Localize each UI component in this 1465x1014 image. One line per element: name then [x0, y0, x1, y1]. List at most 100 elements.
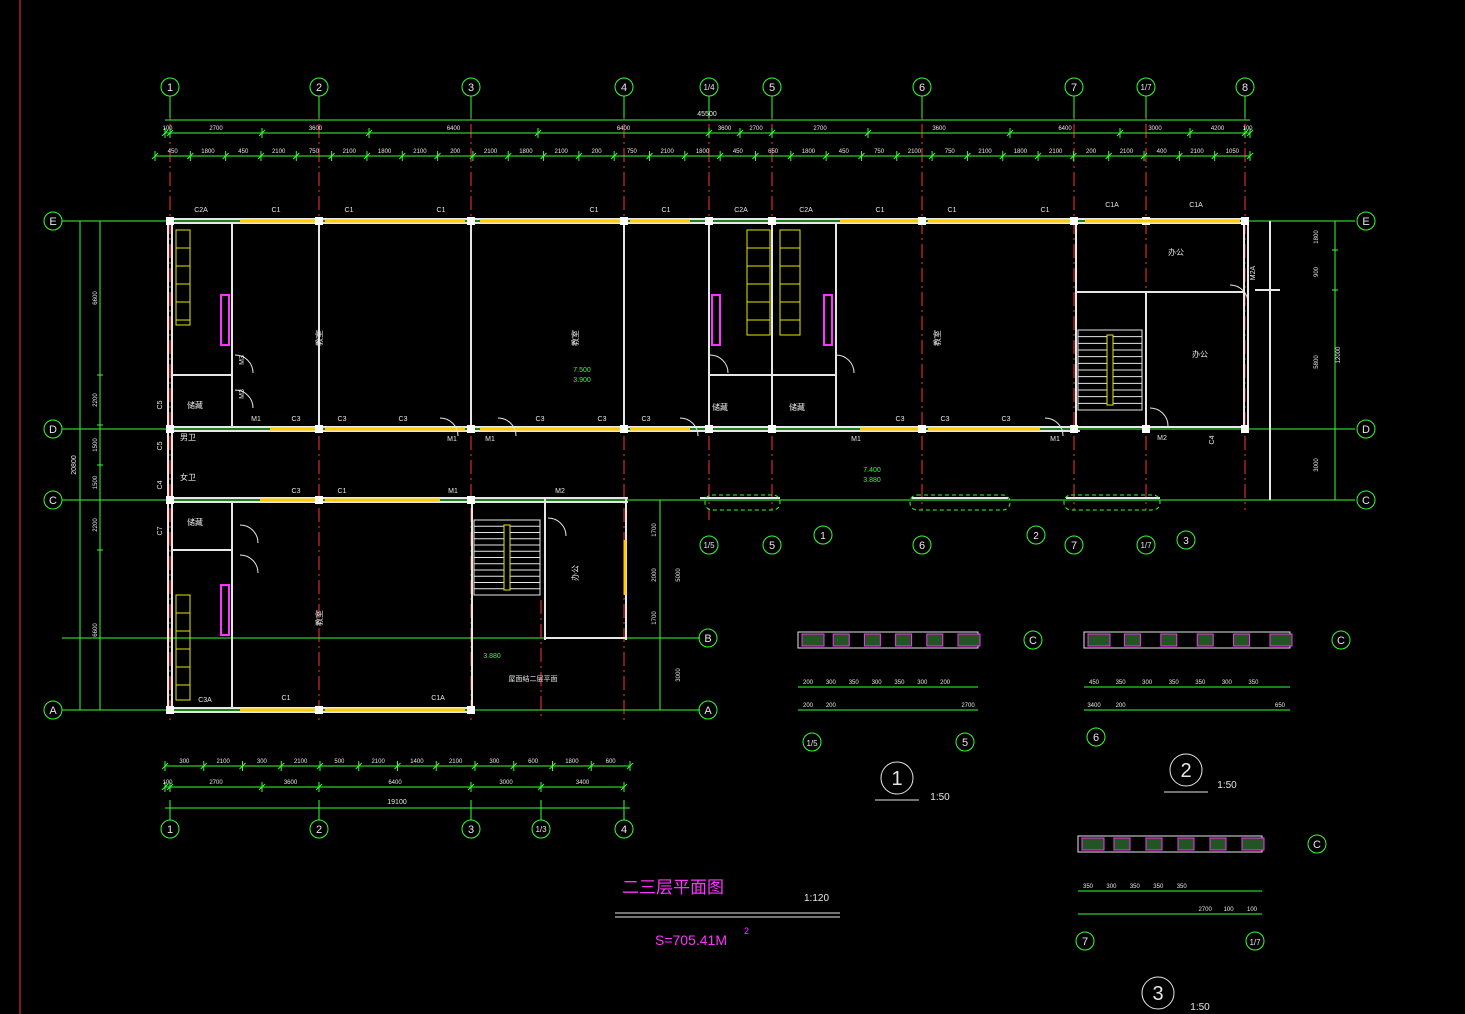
detail-callout-label: 3	[1183, 536, 1189, 547]
axis-c-5-circle	[1136, 535, 1156, 555]
axis-right-E-label: E	[1362, 216, 1369, 228]
column	[768, 217, 776, 225]
window-tag: C4	[157, 480, 164, 489]
detail-axis-label: 7	[1082, 936, 1088, 948]
detail-pier	[1160, 633, 1178, 647]
detail-pier	[1241, 837, 1265, 851]
detail-callout-circle	[1026, 525, 1046, 545]
detail-callout-region	[1063, 494, 1161, 511]
door-swing	[1044, 417, 1064, 437]
dim-top-row1-text: 6400	[447, 126, 461, 132]
detail-dim-text: 350	[1083, 884, 1094, 890]
window-tag: C3A	[198, 697, 212, 704]
detail-dim-text: 350	[1248, 680, 1259, 686]
dim-top-row2-text: 2100	[413, 149, 427, 155]
dim-top-row2-text: 1800	[802, 149, 816, 155]
room-label: 男卫	[180, 433, 196, 442]
column	[620, 217, 628, 225]
detail-dim-text: 350	[849, 680, 860, 686]
axis-bottom-3-circle	[461, 819, 481, 839]
window-tag: C7	[157, 526, 164, 535]
door-swing	[547, 517, 567, 537]
detail-dim-text: 2700	[961, 703, 975, 709]
column	[705, 217, 713, 225]
dim-top-row2-text: 1800	[696, 149, 710, 155]
axis-c-1-label: 1/5	[703, 541, 715, 550]
axis-top-6-label: 5	[769, 82, 775, 94]
column	[1142, 425, 1150, 433]
detail-pier	[1087, 633, 1111, 647]
dim-rightB-text: 1700	[652, 611, 658, 625]
detail-axis-circle	[1086, 727, 1106, 747]
axis-top-2-circle	[309, 77, 329, 97]
detail-number: 3	[1152, 983, 1163, 1005]
dim-top-row1-text: 4200	[1211, 126, 1225, 132]
axis-bottom-2-circle	[309, 819, 329, 839]
door-swing	[1229, 284, 1249, 304]
detail-pier	[1209, 837, 1227, 851]
dim-left-overall: 20800	[71, 455, 78, 475]
detail-dim-text: 100	[1224, 907, 1235, 913]
dim-top-row2-text: 450	[168, 149, 179, 155]
detail-callout-label: 1	[820, 531, 826, 542]
axis-bottom-4-label: 1/3	[535, 825, 547, 834]
window-tag: C3	[941, 416, 950, 423]
column	[768, 425, 776, 433]
window-tag: C2A	[734, 207, 748, 214]
detail-pier	[1177, 837, 1195, 851]
window-tag: C1	[345, 207, 354, 214]
dim-bottom-row2-text: 300	[179, 759, 190, 765]
detail-pier	[1145, 837, 1163, 851]
axis-top-2-label: 2	[316, 82, 322, 94]
detail-axis-label: C	[1029, 635, 1037, 647]
window-tag: C3	[1002, 416, 1011, 423]
detail-callout-label: 2	[1033, 531, 1039, 542]
dim-top-row1-text: 3600	[932, 126, 946, 132]
dim-left-text: 1500	[93, 438, 99, 452]
detail-dim-text: 350	[1195, 680, 1206, 686]
dim-top-row1-text: 100	[162, 126, 173, 132]
dim-bottom-row2-text: 600	[528, 759, 539, 765]
detail-dim-text: 350	[894, 680, 905, 686]
dim-top-row2-text: 2100	[1120, 149, 1134, 155]
axis-right-A-label: A	[704, 705, 712, 717]
detail-dim-text: 350	[1153, 884, 1164, 890]
column	[1070, 425, 1078, 433]
urinal-trough	[711, 294, 721, 346]
window-tag: C3	[642, 416, 651, 423]
detail-scale: 1:50	[930, 792, 950, 803]
dim-bottom-row1-text: 3600	[284, 780, 298, 786]
detail-number-circle	[880, 761, 914, 795]
urinal-trough	[220, 584, 230, 636]
fixtures	[175, 229, 1249, 701]
window-tag: C1	[437, 207, 446, 214]
dim-top-row2-text: 450	[238, 149, 249, 155]
elevation-mark: 7.400	[863, 467, 881, 474]
dim-bottom-row1-text: 3400	[576, 780, 590, 786]
door-swing	[439, 417, 459, 437]
room-label: 储藏	[187, 400, 203, 410]
dim-bottom-row1-text: 100	[162, 780, 173, 786]
window-tag: C1	[662, 207, 671, 214]
dim-right-text: 900	[1314, 266, 1320, 277]
window-tag: C4	[1209, 435, 1216, 444]
walls	[166, 217, 1280, 714]
urinal-trough	[220, 294, 230, 346]
detail-callout-circle	[813, 525, 833, 545]
dim-bottom-row2-text: 500	[334, 759, 345, 765]
door-swing	[709, 354, 729, 374]
room-label: 办公	[1168, 247, 1184, 257]
dim-right-text: 12000	[1336, 346, 1342, 363]
room-label: 储藏	[187, 517, 203, 527]
column	[166, 496, 174, 504]
dim-rightB-text: 1700	[652, 523, 658, 537]
axis-c-1-circle	[699, 535, 719, 555]
dim-top-row1-text: 6400	[1058, 126, 1072, 132]
dim-bottom-row2-text: 300	[489, 759, 500, 765]
axis-top-3-label: 3	[468, 82, 474, 94]
dim-bottom-row1-text: 2700	[209, 780, 223, 786]
dim-top-row2-text: 2100	[484, 149, 498, 155]
window-tag: C1	[948, 207, 957, 214]
